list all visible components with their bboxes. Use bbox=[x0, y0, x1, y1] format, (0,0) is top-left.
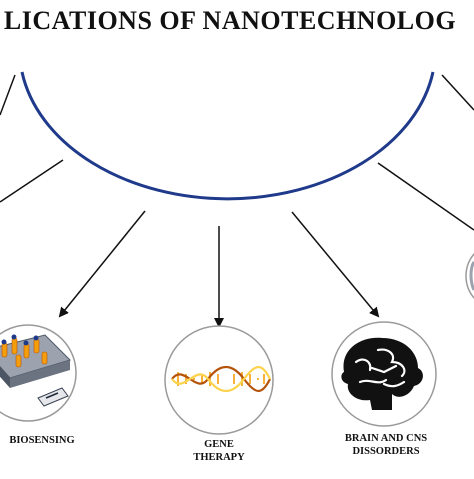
label-line: THERAPY bbox=[193, 452, 245, 463]
connector-biosensing bbox=[58, 210, 146, 318]
diagram-title: LICATIONS OF NANOTECHNOLOG bbox=[3, 6, 457, 35]
dna-double-helix-icon bbox=[171, 365, 271, 393]
label-line: BRAIN AND CNS bbox=[344, 433, 428, 444]
connector-right bbox=[377, 162, 474, 231]
connector-left-edge bbox=[0, 74, 16, 116]
node-gene-therapy-icon bbox=[164, 325, 274, 435]
connector-upper-left bbox=[0, 159, 64, 203]
partial-circle-icon bbox=[469, 261, 474, 291]
node-partial-right bbox=[465, 252, 474, 300]
label-biosensing: BIOSENSING bbox=[0, 434, 102, 447]
connector-brain bbox=[291, 211, 380, 318]
hub-arc bbox=[20, 71, 435, 201]
node-brain-icon bbox=[331, 321, 437, 427]
label-gene-therapy: GENE THERAPY bbox=[169, 438, 269, 464]
label-line: DISSORDERS bbox=[352, 446, 420, 457]
brain-icon bbox=[341, 337, 423, 410]
label-line: GENE bbox=[204, 439, 234, 450]
connector-right-edge bbox=[441, 74, 474, 111]
label-brain-cns: BRAIN AND CNS DISSORDERS bbox=[324, 432, 448, 458]
biosensor-chip-icon bbox=[0, 334, 71, 407]
label-line: BIOSENSING bbox=[9, 435, 75, 446]
node-biosensing-icon bbox=[0, 324, 77, 422]
